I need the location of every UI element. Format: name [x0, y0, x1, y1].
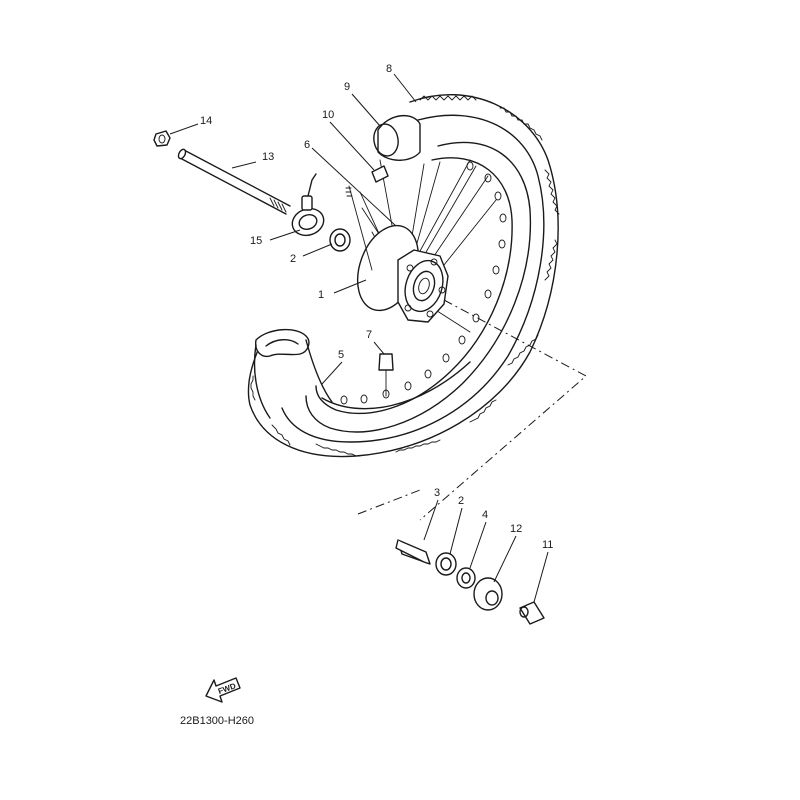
callout-5: 5 — [338, 349, 344, 361]
callout-numbers: 1 2 2 3 4 5 6 7 8 9 10 11 12 13 14 15 — [200, 63, 553, 551]
speedometer-gear-unit — [291, 173, 325, 237]
bearing-left — [329, 228, 351, 252]
callout-4: 4 — [482, 509, 488, 521]
collar-end — [519, 601, 545, 625]
callout-7: 7 — [366, 329, 372, 341]
tube-valve — [371, 165, 389, 183]
spacer-collar — [395, 539, 431, 565]
spoke-single — [345, 185, 373, 271]
callout-1: 1 — [318, 289, 324, 301]
leader-lines — [169, 73, 549, 603]
rim — [305, 141, 532, 433]
callout-12: 12 — [510, 523, 522, 535]
callout-11: 11 — [542, 539, 553, 551]
diagram-code: 22B1300-H260 — [180, 715, 254, 727]
callout-2-right: 2 — [458, 495, 464, 507]
callout-6: 6 — [304, 139, 310, 151]
valve-cap — [378, 353, 394, 397]
collar-cover — [473, 577, 503, 611]
callout-9: 9 — [344, 81, 350, 93]
callout-10: 10 — [322, 109, 334, 121]
callout-14: 14 — [200, 115, 212, 127]
tire — [247, 94, 560, 458]
rim-band — [373, 115, 421, 161]
hub-assembly — [356, 224, 449, 323]
exploded-view-boundary — [357, 299, 587, 521]
forward-direction-arrow: FWD — [205, 677, 241, 703]
callout-8: 8 — [386, 63, 392, 75]
callout-13: 13 — [262, 151, 274, 163]
axle-nut — [153, 130, 171, 147]
callout-3: 3 — [434, 487, 440, 499]
axle — [177, 148, 291, 215]
bearing-right — [435, 552, 457, 576]
callout-2-left: 2 — [290, 253, 296, 265]
callout-15: 15 — [250, 235, 262, 247]
oil-seal — [456, 567, 476, 589]
